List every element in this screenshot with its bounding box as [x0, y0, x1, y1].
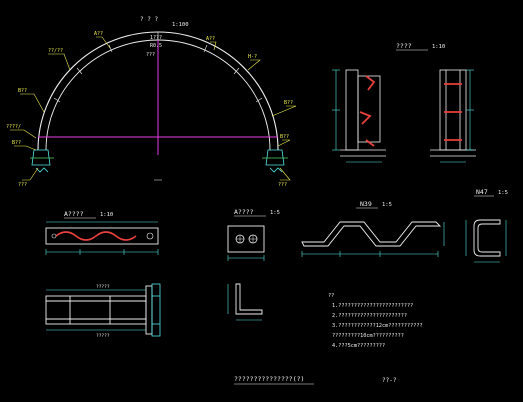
section-a-left-rebar [359, 75, 376, 147]
n39-title: N39 [360, 200, 372, 208]
detail-b-angle-dims [227, 284, 262, 321]
notes-line-3: 3.????????????12cm??????????? [332, 323, 423, 329]
section-a-scale: 1:10 [432, 44, 445, 50]
detail-a-plan-dims [45, 221, 159, 255]
detail-a-dim-2: ????? [96, 333, 110, 339]
detail-a-end-plate [151, 283, 161, 337]
arch-right-foot [262, 149, 288, 173]
detail-b-plan [227, 225, 265, 253]
notes-line-2: 2.?????????????????????? [332, 313, 407, 319]
n47-channel-outline [473, 219, 501, 257]
n47-dims [465, 220, 507, 263]
n39-dims [301, 222, 445, 257]
detail-b-scale: 1:5 [270, 210, 280, 216]
arch-label-left-5: B?? [12, 140, 21, 146]
arch-scale: 1:100 [172, 22, 189, 28]
detail-a-scale: 1:10 [100, 212, 113, 218]
detail-b-dims [227, 255, 265, 261]
detail-b-holes [235, 234, 258, 244]
detail-a-plan [45, 227, 159, 245]
arch-label-right-3: B?? [284, 100, 293, 106]
arch-leaders [10, 36, 297, 181]
footer: ???????????????(?) ??-? [234, 375, 397, 385]
arch-ring-ticks [53, 32, 263, 103]
arch-label-right-1: A?? [206, 36, 215, 42]
notes-line-1: 1.???????????????????????? [332, 303, 413, 309]
detail-a-elevation [45, 285, 153, 335]
arch-label-right-5: ??? [278, 182, 287, 188]
section-a-right-dims [440, 69, 474, 163]
section-a-left-dims [332, 69, 382, 163]
arch-label-right-2: H-? [248, 54, 257, 60]
detail-a-title: A???? [64, 210, 84, 218]
detail-a-wave-bar [55, 231, 137, 241]
n39-scale: 1:5 [382, 202, 392, 208]
notes-block: ?? 1.???????????????????????? 2.????????… [328, 293, 423, 349]
arch-left-foot [30, 149, 54, 173]
section-a-detail: ???? 1:10 [332, 42, 476, 163]
detail-b-angle [235, 283, 263, 315]
n47-title: N47 [476, 188, 488, 196]
n47-scale: 1:5 [498, 190, 508, 196]
arch-label-left-4: ????/ [6, 124, 21, 130]
arch-drawing: ? ? ? 1:100 1??? R0.5 ??? A?? ??/?? B?? … [6, 16, 297, 188]
arch-label-top-c: ??? [146, 52, 155, 58]
arch-title: ? ? ? [140, 16, 158, 23]
notes-heading: ?? [328, 293, 334, 299]
detail-b-title: A???? [234, 208, 254, 216]
arch-label-left-1: A?? [94, 31, 103, 37]
detail-b-plate: A???? 1:5 [227, 208, 280, 321]
n47-profile: N47 1:5 [465, 188, 508, 263]
section-a-title: ???? [396, 42, 412, 50]
arch-label-top-a: 1??? [150, 35, 162, 41]
detail-a-elev-dims [46, 289, 146, 331]
arch-label-right-4: B?? [280, 134, 289, 140]
arch-label-left-2: ??/?? [48, 48, 63, 54]
section-a-right-rebar [444, 83, 462, 141]
detail-a-dim-1: ????? [96, 284, 110, 290]
detail-a-plate: A???? 1:10 [45, 210, 161, 339]
section-a-right-column [430, 69, 476, 157]
arch-label-left-6: ??? [18, 182, 27, 188]
arch-label-left-3: B?? [18, 88, 27, 94]
footer-caption: ???????????????(?) [234, 375, 304, 383]
footer-sheet: ??-? [382, 377, 397, 384]
n39-wave-outline [301, 221, 442, 247]
notes-line-4: ?????????10cm?????????? [332, 333, 404, 339]
notes-line-5: 4.???5cm????????? [332, 343, 385, 349]
arch-label-top-b: R0.5 [150, 43, 162, 49]
n39-profile: N39 1:5 [301, 200, 445, 257]
